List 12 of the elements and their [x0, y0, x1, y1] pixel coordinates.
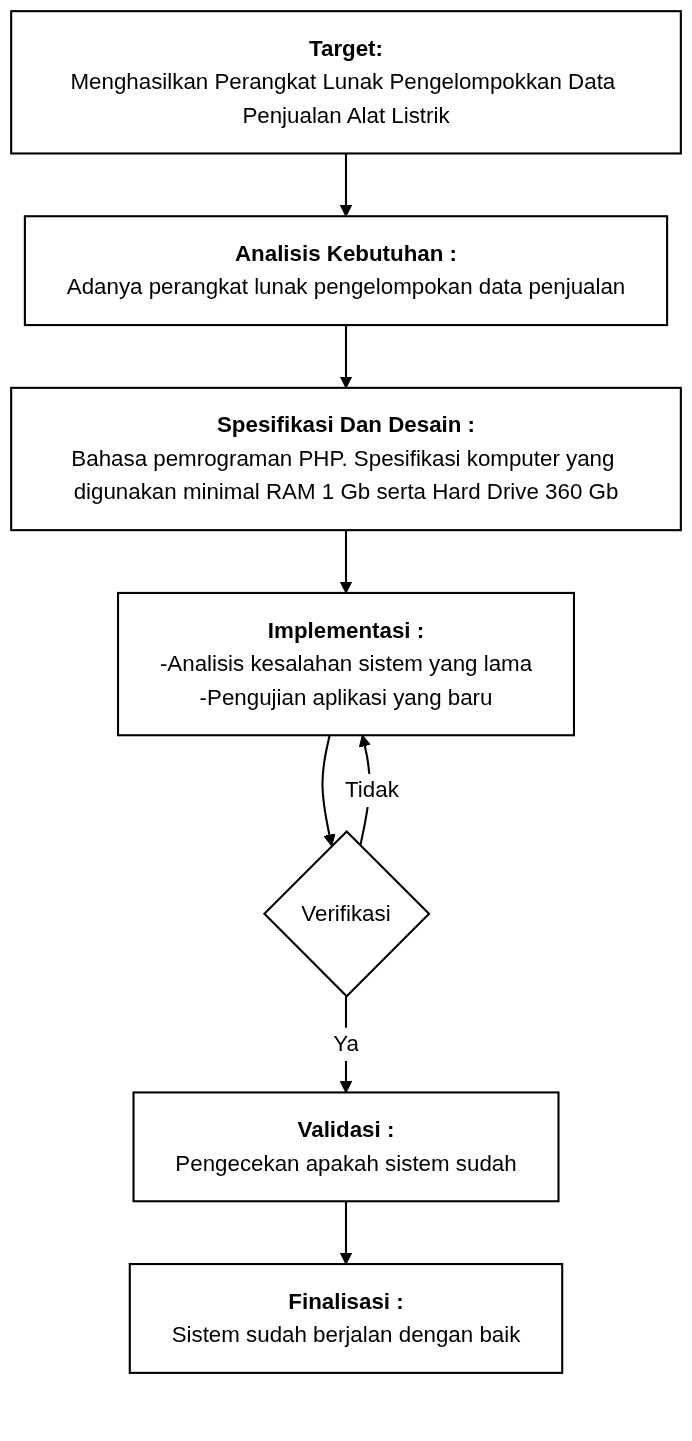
node-box: Spesifikasi Dan Desain : Bahasa pemrograman PHP. Spesifikasi komputer yang digunakan minimal RAM 1 Gb serta Hard Drive 360 Gb: [10, 386, 682, 532]
arrow: [321, 735, 336, 847]
arrow: [339, 153, 353, 217]
node-diamond: Verifikasi: [262, 830, 431, 998]
arrow: [339, 1201, 353, 1265]
node-box: Implementasi : -Analisis kesalahan sistem yang lama -Pengujian aplikasi yang baru: [117, 591, 575, 737]
node-box: Finalisasi : Sistem sudah berjalan dengan baik: [128, 1263, 564, 1374]
node-box: Target: Menghasilkan Perangkat Lunak Pengelompokkan Data Penjualan Alat Listrik: [10, 10, 682, 155]
edge-label: Tidak: [345, 777, 399, 802]
edge-label: Ya: [333, 1031, 359, 1056]
node-box: Analisis Kebutuhan : Adanya perangkat lunak pengelompokan data penjualan: [23, 215, 669, 327]
node-box: Validasi : Pengecekan apakah sistem sudah: [132, 1091, 560, 1203]
